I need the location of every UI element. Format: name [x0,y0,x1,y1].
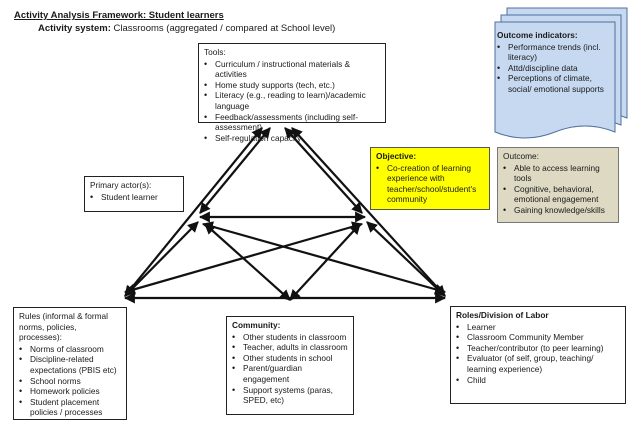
list-item: Attd/discipline data [497,63,612,74]
rules-title: Rules (informal & formal norms, policies… [19,311,108,343]
rules-box: Rules (informal & formal norms, policies… [13,307,127,420]
list-item: Discipline-related expectations (PBIS et… [19,354,121,375]
rules-list: Norms of classroom Discipline-related ex… [19,344,121,418]
arrow-subject-rules [124,221,199,297]
list-item: Other students in classroom [232,332,348,343]
list-item: Parent/guardian engagement [232,363,348,384]
list-item: Evaluator (of self, group, teaching/ lea… [456,353,620,374]
list-item: Cognitive, behavioral, emotional engagem… [503,184,613,205]
list-item: Self-regulation capacity [204,133,380,144]
community-box: Community: Other students in classroom T… [226,316,354,415]
list-item: Other students in school [232,353,348,364]
outcome-indicators-list: Performance trends (incl. literacy) Attd… [497,42,612,95]
tools-title: Tools: [204,47,226,57]
outcome-indicators-box: Outcome indicators: Performance trends (… [497,30,612,95]
list-item: Co-creation of learning experience with … [376,163,484,205]
objective-title: Objective: [376,151,417,161]
diagram-subtitle: Activity system: Classrooms (aggregated … [38,23,335,34]
list-item: School norms [19,376,121,387]
list-item: Performance trends (incl. literacy) [497,42,612,63]
roles-title: Roles/Division of Labor [456,310,549,320]
subtitle-label: Activity system: [38,23,111,34]
list-item: Student placement policies / processes [19,397,121,418]
primary-actor-box: Primary actor(s): Student learner [84,176,184,212]
list-item: Teacher/contributor (to peer learning) [456,343,620,354]
subtitle-value: Classrooms (aggregated / compared at Sch… [113,23,336,34]
tools-list: Curriculum / instructional materials & a… [204,59,380,144]
list-item: Child [456,375,620,386]
community-title: Community: [232,320,281,330]
list-item: Teacher, adults in classroom [232,342,348,353]
list-item: Curriculum / instructional materials & a… [204,59,380,80]
list-item: Student learner [90,192,178,203]
outcome-indicators-title: Outcome indicators: [497,30,578,40]
primary-actor-title: Primary actor(s): [90,180,152,190]
list-item: Classroom Community Member [456,332,620,343]
arrow-object-roles [366,221,446,297]
objective-box: Objective: Co-creation of learning exper… [370,147,490,210]
list-item: Learner [456,322,620,333]
arrow-tools-left-base [124,127,263,297]
list-item: Able to access learning tools [503,163,613,184]
outcome-title: Outcome: [503,151,539,161]
outcome-box: Outcome: Able to access learning tools C… [497,147,619,223]
roles-box: Roles/Division of Labor Learner Classroo… [450,306,626,404]
diagram-title: Activity Analysis Framework: Student lea… [14,10,224,21]
list-item: Support systems (paras, SPED, etc) [232,385,348,406]
community-list: Other students in classroom Teacher, adu… [232,332,348,406]
outcome-list: Able to access learning tools Cognitive,… [503,163,613,216]
list-item: Gaining knowledge/skills [503,205,613,216]
roles-list: Learner Classroom Community Member Teach… [456,322,620,386]
list-item: Norms of classroom [19,344,121,355]
list-item: Perceptions of climate, social/ emotiona… [497,73,612,94]
primary-actor-list: Student learner [90,192,178,203]
arrow-object-rules [123,221,364,295]
list-item: Feedback/assessments (including self-ass… [204,112,380,133]
objective-list: Co-creation of learning experience with … [376,163,484,205]
tools-box: Tools: Curriculum / instructional materi… [198,43,386,143]
list-item: Home study supports (tech, etc.) [204,80,380,91]
list-item: Homework policies [19,386,121,397]
list-item: Literacy (e.g., reading to learn)/academ… [204,90,380,111]
